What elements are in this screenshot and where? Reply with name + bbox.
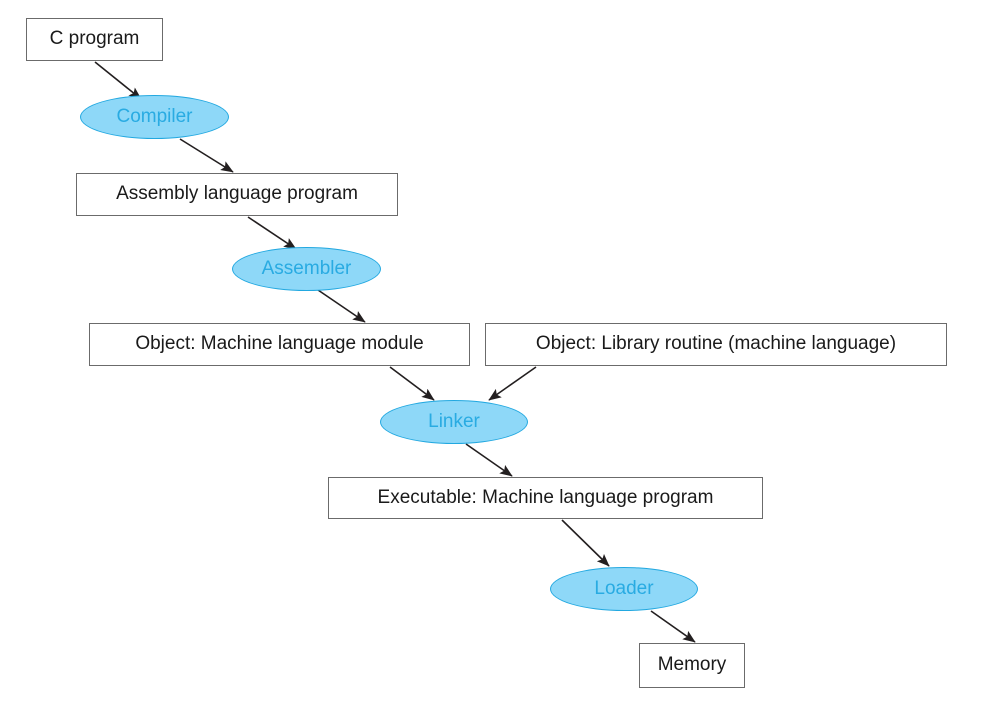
edge-compiler-to-assembly-program: [179, 138, 234, 173]
edge-executable-program-to-loader: [561, 519, 610, 567]
node-executable-program[interactable]: Executable: Machine language program: [328, 477, 763, 519]
node-object-module[interactable]: Object: Machine language module: [89, 323, 470, 366]
edge-assembler-to-object-module: [317, 289, 366, 323]
edge-object-module-to-linker: [389, 366, 435, 401]
node-c-program[interactable]: C program: [26, 18, 163, 61]
node-loader[interactable]: Loader: [550, 567, 698, 611]
node-label-executable-program: Executable: Machine language program: [377, 486, 714, 508]
node-label-loader: Loader: [594, 577, 654, 599]
node-label-assembler: Assembler: [261, 257, 352, 279]
edge-assembly-program-to-assembler: [247, 216, 297, 250]
node-linker[interactable]: Linker: [380, 400, 528, 444]
node-label-assembly-program: Assembly language program: [116, 183, 358, 205]
edge-c-program-to-compiler: [94, 61, 142, 100]
node-assembly-program[interactable]: Assembly language program: [76, 173, 398, 216]
node-memory[interactable]: Memory: [639, 643, 745, 688]
node-compiler[interactable]: Compiler: [80, 95, 229, 139]
edge-linker-to-executable-program: [465, 443, 513, 477]
node-object-library[interactable]: Object: Library routine (machine languag…: [485, 323, 947, 366]
node-label-object-library: Object: Library routine (machine languag…: [535, 333, 897, 355]
node-label-memory: Memory: [657, 654, 727, 676]
node-label-linker: Linker: [428, 410, 480, 432]
node-assembler[interactable]: Assembler: [232, 247, 381, 291]
node-label-object-module: Object: Machine language module: [135, 333, 424, 355]
edge-loader-to-memory: [650, 610, 696, 643]
node-label-compiler: Compiler: [116, 105, 193, 127]
node-label-c-program: C program: [49, 28, 140, 50]
edge-object-library-to-linker: [488, 366, 537, 401]
